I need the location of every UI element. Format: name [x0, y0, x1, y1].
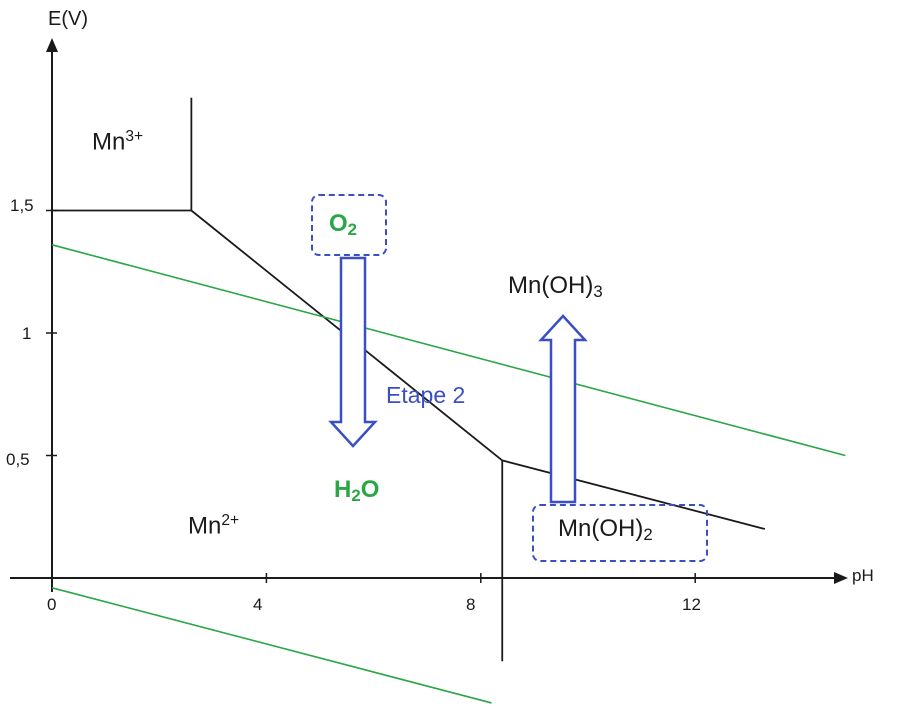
species-o2: O2 — [329, 210, 358, 240]
y-tick-label: 0,5 — [6, 450, 30, 469]
x-axis-label: pH — [852, 566, 874, 585]
y-tick-label: 1 — [22, 324, 32, 343]
species-mn-oh-2: Mn(OH)2 — [558, 515, 653, 545]
water-stability-line-5 — [51, 587, 492, 704]
x-tick-label: 12 — [682, 595, 701, 614]
boundary-line-2 — [190, 209, 766, 530]
etape-label: Etape 2 — [386, 382, 466, 408]
species-mn2: Mn2+ — [188, 512, 240, 540]
mn-oh-2-box — [532, 504, 708, 562]
species-mn3: Mn3+ — [92, 128, 144, 156]
x-tick-label: 4 — [253, 595, 263, 614]
y-tick-label: 1,5 — [10, 196, 34, 215]
species-mn-oh-3: Mn(OH)3 — [508, 272, 603, 302]
reduction-arrow-down — [328, 256, 378, 448]
y-axis-label: E(V) — [48, 8, 88, 30]
x-tick-label: 0 — [47, 595, 57, 614]
water-stability-line-4 — [51, 244, 846, 457]
o2-box — [311, 194, 387, 256]
species-h2o: H2O — [334, 476, 380, 506]
x-tick-label: 8 — [466, 595, 476, 614]
oxidation-arrow-up — [538, 314, 588, 504]
